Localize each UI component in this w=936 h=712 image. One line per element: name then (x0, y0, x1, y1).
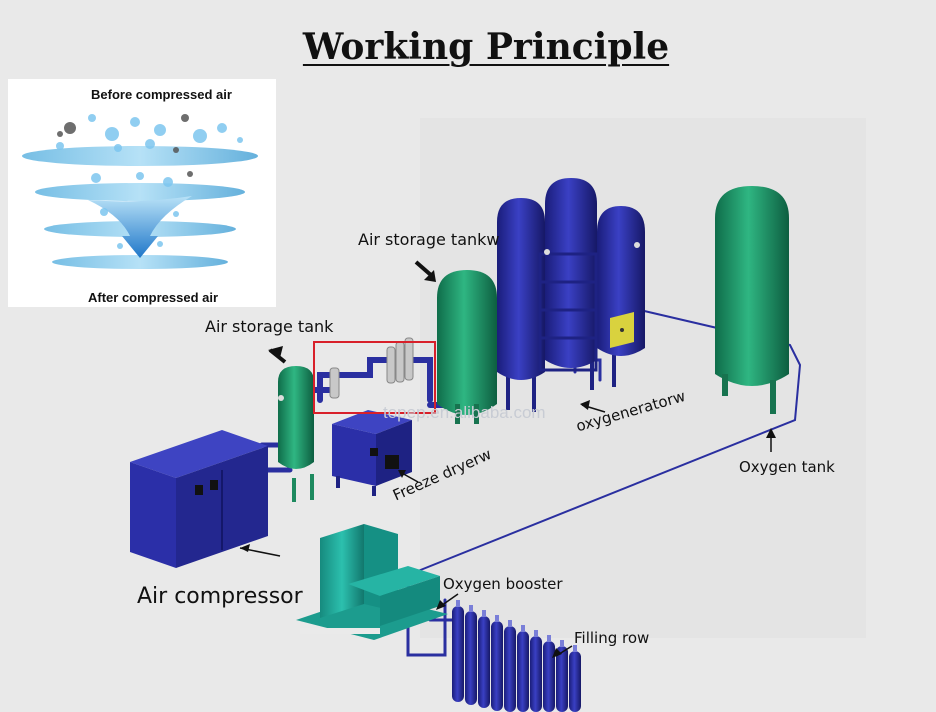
air-particle (88, 114, 96, 122)
gas-cylinder (491, 621, 503, 711)
inset-top-label: Before compressed air (91, 87, 232, 102)
label-filling-row: Filling row (574, 629, 650, 647)
air-particle (100, 208, 108, 216)
air-particle (114, 144, 122, 152)
air-compressor (130, 430, 268, 568)
label-oxygen-booster: Oxygen booster (443, 575, 563, 593)
gas-cylinder (517, 631, 529, 712)
label-air-storage-tank: Air storage tank (205, 317, 334, 336)
gas-cylinder (504, 626, 516, 712)
oxygen-booster (296, 524, 448, 640)
page-title: Working Principle (302, 26, 670, 68)
cylinder-valve (495, 615, 499, 622)
gas-cylinder (530, 636, 542, 712)
cylinder-valve (560, 640, 564, 647)
cylinder-valve (547, 635, 551, 642)
air-particle (217, 123, 227, 133)
filter-highlight-box (313, 341, 436, 414)
label-air-compressor: Air compressor (137, 584, 303, 609)
air-particle (157, 241, 163, 247)
air-particle (57, 131, 63, 137)
air-particle (173, 211, 179, 217)
filters (329, 337, 414, 399)
label-air-storage-tankw: Air storage tankw (358, 230, 500, 249)
air-particle (117, 243, 123, 249)
air-particle (237, 137, 243, 143)
inset-bottom-label: After compressed air (88, 290, 219, 305)
compressed-air-inset (8, 79, 276, 307)
oxygen-generator (497, 178, 645, 412)
air-particle (56, 142, 64, 150)
oxygen-tank (715, 186, 789, 414)
gas-cylinder (569, 651, 581, 712)
gas-cylinder (452, 606, 464, 702)
cylinder-valve (508, 620, 512, 627)
cylinder-valve (469, 605, 473, 612)
gas-cylinder (478, 616, 490, 708)
air-particle (181, 114, 189, 122)
air-particle (173, 147, 179, 153)
air-particle (105, 127, 119, 141)
gas-cylinder (556, 646, 568, 712)
air-particle (193, 129, 207, 143)
cylinder-valve (482, 610, 486, 617)
freeze-dryer (332, 410, 412, 496)
air-particle (91, 173, 101, 183)
pointer-arrows (239, 260, 776, 658)
gas-cylinder (465, 611, 477, 705)
label-oxygen-tank: Oxygen tank (739, 458, 835, 476)
air-particle (163, 177, 173, 187)
funnel-arrow-icon (88, 196, 192, 258)
cylinder-valve (573, 645, 577, 652)
watermark: topep.en.alibaba.com (383, 403, 546, 422)
air-particle (130, 117, 140, 127)
air-particle (136, 172, 144, 180)
air-particle (145, 139, 155, 149)
gas-cylinder (543, 641, 555, 712)
air-particle (187, 171, 193, 177)
cylinder-valve (456, 600, 460, 607)
air-storage-tank-large (437, 270, 497, 424)
air-storage-tank-small (278, 366, 314, 502)
filling-row (452, 600, 581, 712)
air-particle (64, 122, 76, 134)
air-particle (154, 124, 166, 136)
cylinder-valve (534, 630, 538, 637)
cylinder-valve (521, 625, 525, 632)
